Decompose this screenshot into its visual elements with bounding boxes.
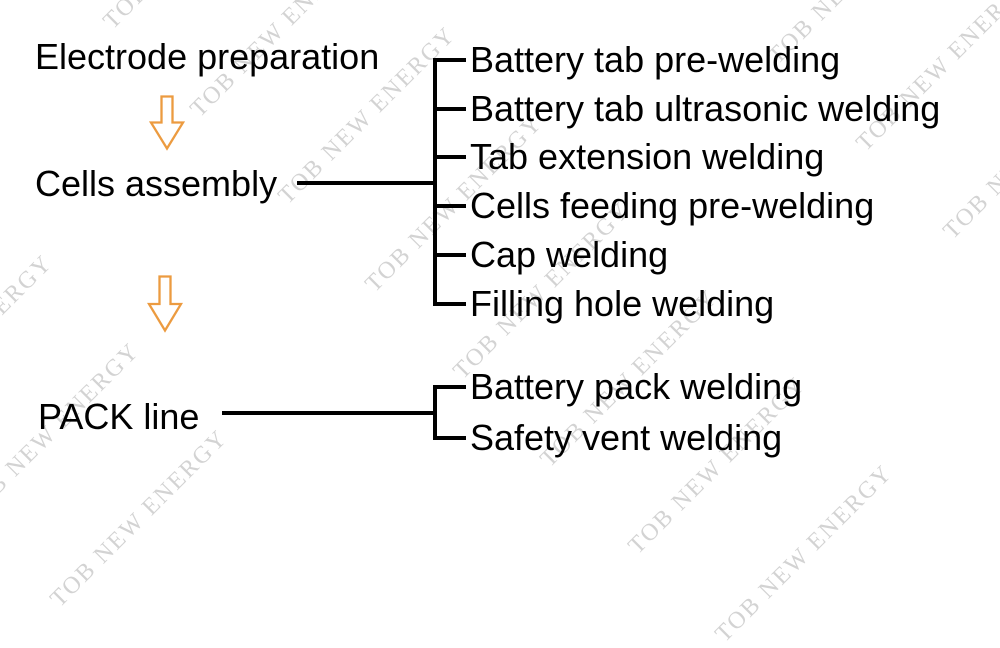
step-filling-hole-welding: Filling hole welding	[470, 283, 775, 324]
bracket-tick	[433, 155, 466, 159]
bracket-tick	[433, 58, 466, 62]
bracket-tick	[433, 253, 466, 257]
bracket-tick	[433, 385, 466, 389]
bracket-cells-assembly	[433, 58, 437, 306]
stage-label-cells-assembly: Cells assembly	[35, 163, 278, 204]
bracket-tick	[433, 204, 466, 208]
connector-cells-assembly	[297, 181, 437, 185]
step-cells-feeding-pre-welding: Cells feeding pre-welding	[470, 185, 875, 226]
stage-label-electrode-preparation: Electrode preparation	[35, 36, 380, 77]
stage-label-pack-line: PACK line	[38, 396, 200, 437]
step-safety-vent-welding: Safety vent welding	[470, 417, 783, 458]
diagram-layer: Electrode preparation Cells assembly PAC…	[35, 36, 941, 458]
connector-pack-line	[222, 411, 437, 415]
down-arrow-icon	[149, 95, 185, 151]
step-battery-pack-welding: Battery pack welding	[470, 366, 803, 407]
bracket-tick	[433, 436, 466, 440]
bracket-tick	[433, 107, 466, 111]
bracket-tick	[433, 302, 466, 306]
step-battery-tab-ultrasonic-welding: Battery tab ultrasonic welding	[470, 88, 941, 129]
step-cap-welding: Cap welding	[470, 234, 669, 275]
step-tab-extension-welding: Tab extension welding	[470, 136, 825, 177]
step-battery-tab-pre-welding: Battery tab pre-welding	[470, 39, 841, 80]
down-arrow-icon	[147, 275, 183, 333]
bracket-pack-line	[433, 385, 437, 440]
